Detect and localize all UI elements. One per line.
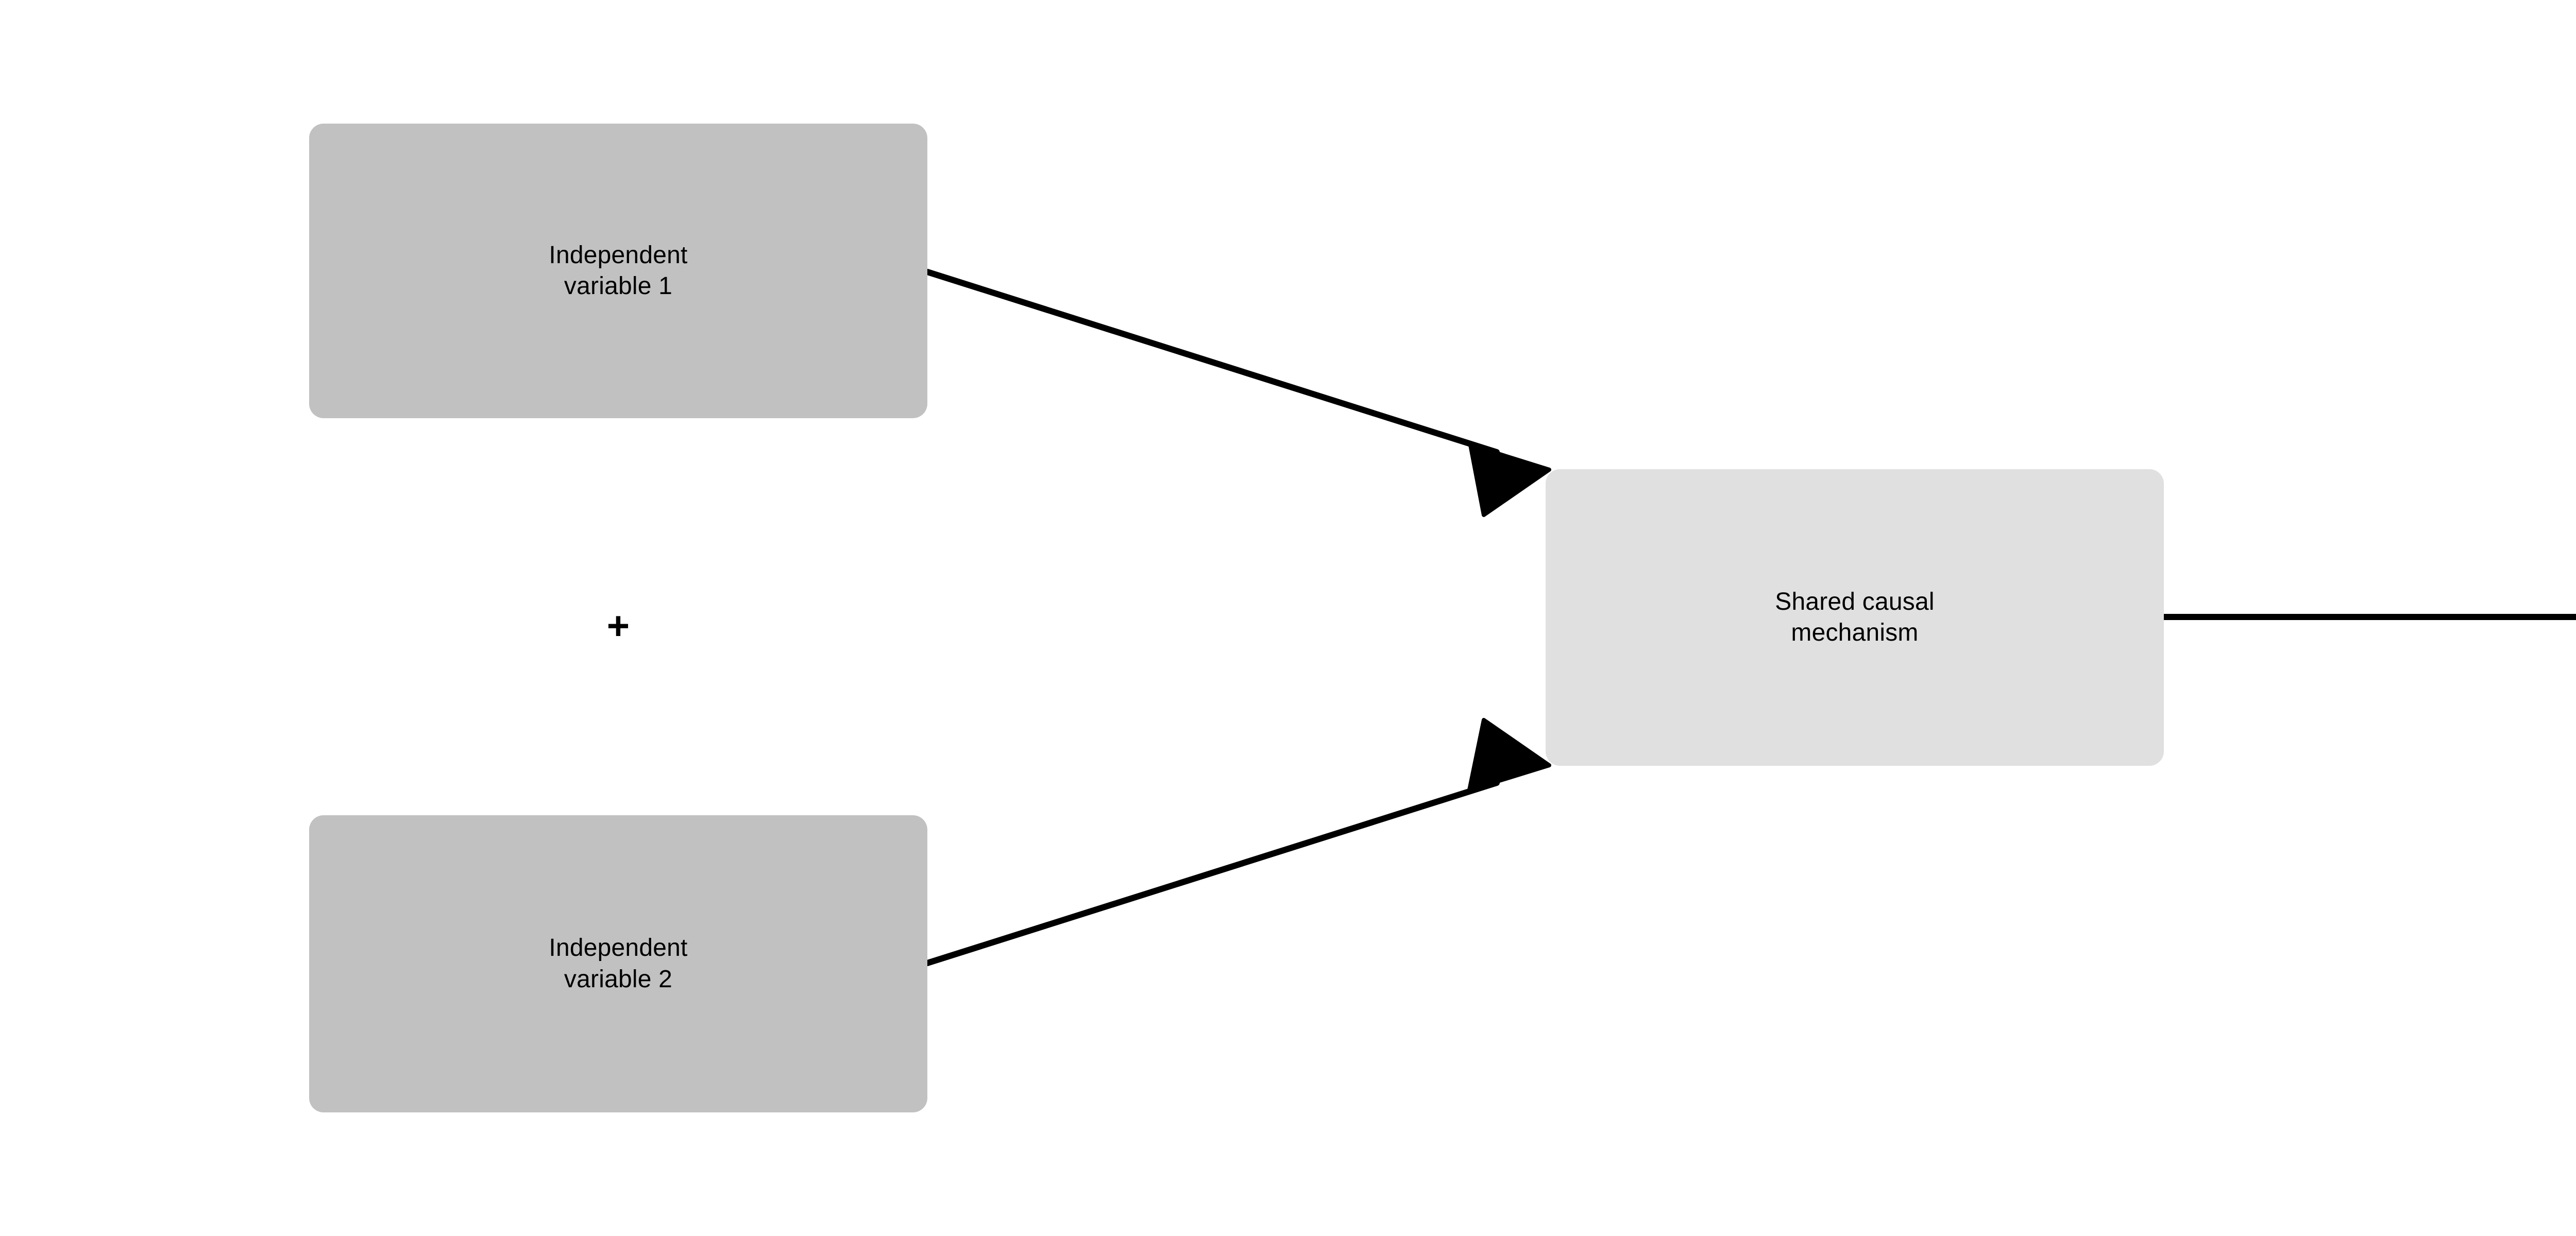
node-independent-variable-1[interactable]: Independent variable 1 bbox=[309, 124, 927, 418]
edge-iv1-arrowhead-icon bbox=[1468, 443, 1551, 517]
node-label-shared-causal-mechanism: Shared causal mechanism bbox=[1775, 588, 1935, 646]
edge-iv1-to-mechanism bbox=[924, 269, 1551, 517]
edge-iv2-to-mechanism bbox=[924, 718, 1551, 966]
node-shared-causal-mechanism[interactable]: Shared causal mechanism bbox=[1546, 469, 2164, 766]
edge-iv1-line bbox=[924, 269, 1500, 455]
node-label-independent-variable-1: Independent variable 1 bbox=[549, 241, 688, 300]
node-label-independent-variable-2: Independent variable 2 bbox=[549, 934, 688, 993]
edge-iv2-line bbox=[924, 780, 1500, 966]
node-independent-variable-2[interactable]: Independent variable 2 bbox=[309, 815, 927, 1112]
plus-operator-icon: + bbox=[606, 604, 630, 648]
edge-mechanism-to-dv bbox=[2160, 614, 2576, 620]
edge-iv2-arrowhead-icon bbox=[1467, 718, 1551, 792]
